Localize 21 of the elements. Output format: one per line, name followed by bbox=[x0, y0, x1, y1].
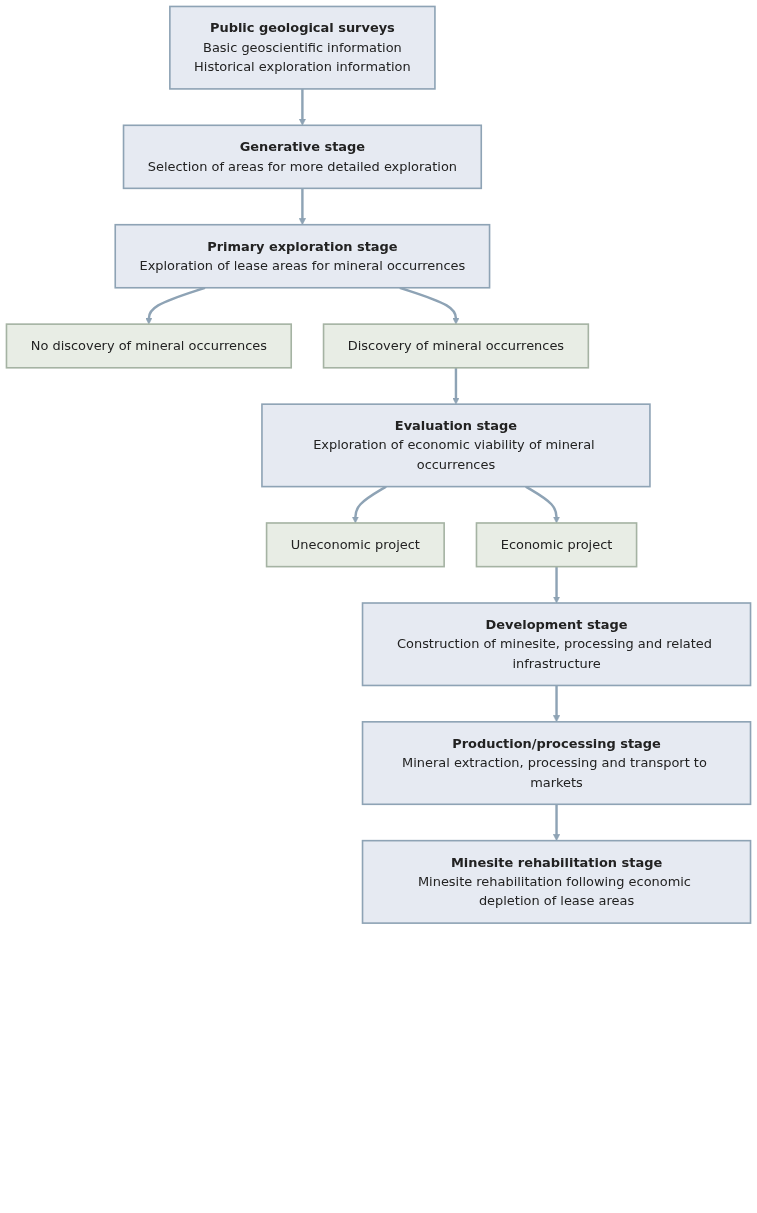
arrow bbox=[525, 485, 561, 524]
node-box: Discovery of mineral occurrences bbox=[322, 323, 590, 369]
node-box: Primary exploration stage Exploration of lease areas for mineral occurrences bbox=[114, 223, 491, 289]
node-box: Generative stage Selection of areas for more detailed exploration bbox=[122, 124, 483, 190]
node-box: Development stage Construction of minesite, processing and related infrastructure bbox=[361, 602, 752, 687]
arrow bbox=[552, 804, 561, 841]
arrow bbox=[145, 286, 206, 325]
arrow bbox=[399, 286, 460, 325]
node-box: No discovery of mineral occurrences bbox=[5, 323, 293, 369]
arrow bbox=[452, 367, 460, 405]
arrow bbox=[298, 88, 306, 126]
arrow bbox=[552, 566, 561, 604]
node-box: Economic project bbox=[475, 522, 638, 568]
node-box: Public geological surveys Basic geoscientific information Historical exploration information bbox=[169, 5, 436, 90]
node-box: Evaluation stage Exploration of economic viability of mineral occurrences bbox=[261, 403, 651, 488]
node-box: Minesite rehabilitation stage Minesite rehabilitation following economic depletion of lease areas bbox=[361, 839, 752, 924]
arrow bbox=[552, 685, 561, 723]
arrow bbox=[351, 485, 387, 524]
node-box: Uneconomic project bbox=[265, 522, 445, 568]
arrow bbox=[298, 188, 306, 226]
node-box: Production/processing stage Mineral extraction, processing and transport to markets bbox=[361, 721, 752, 806]
